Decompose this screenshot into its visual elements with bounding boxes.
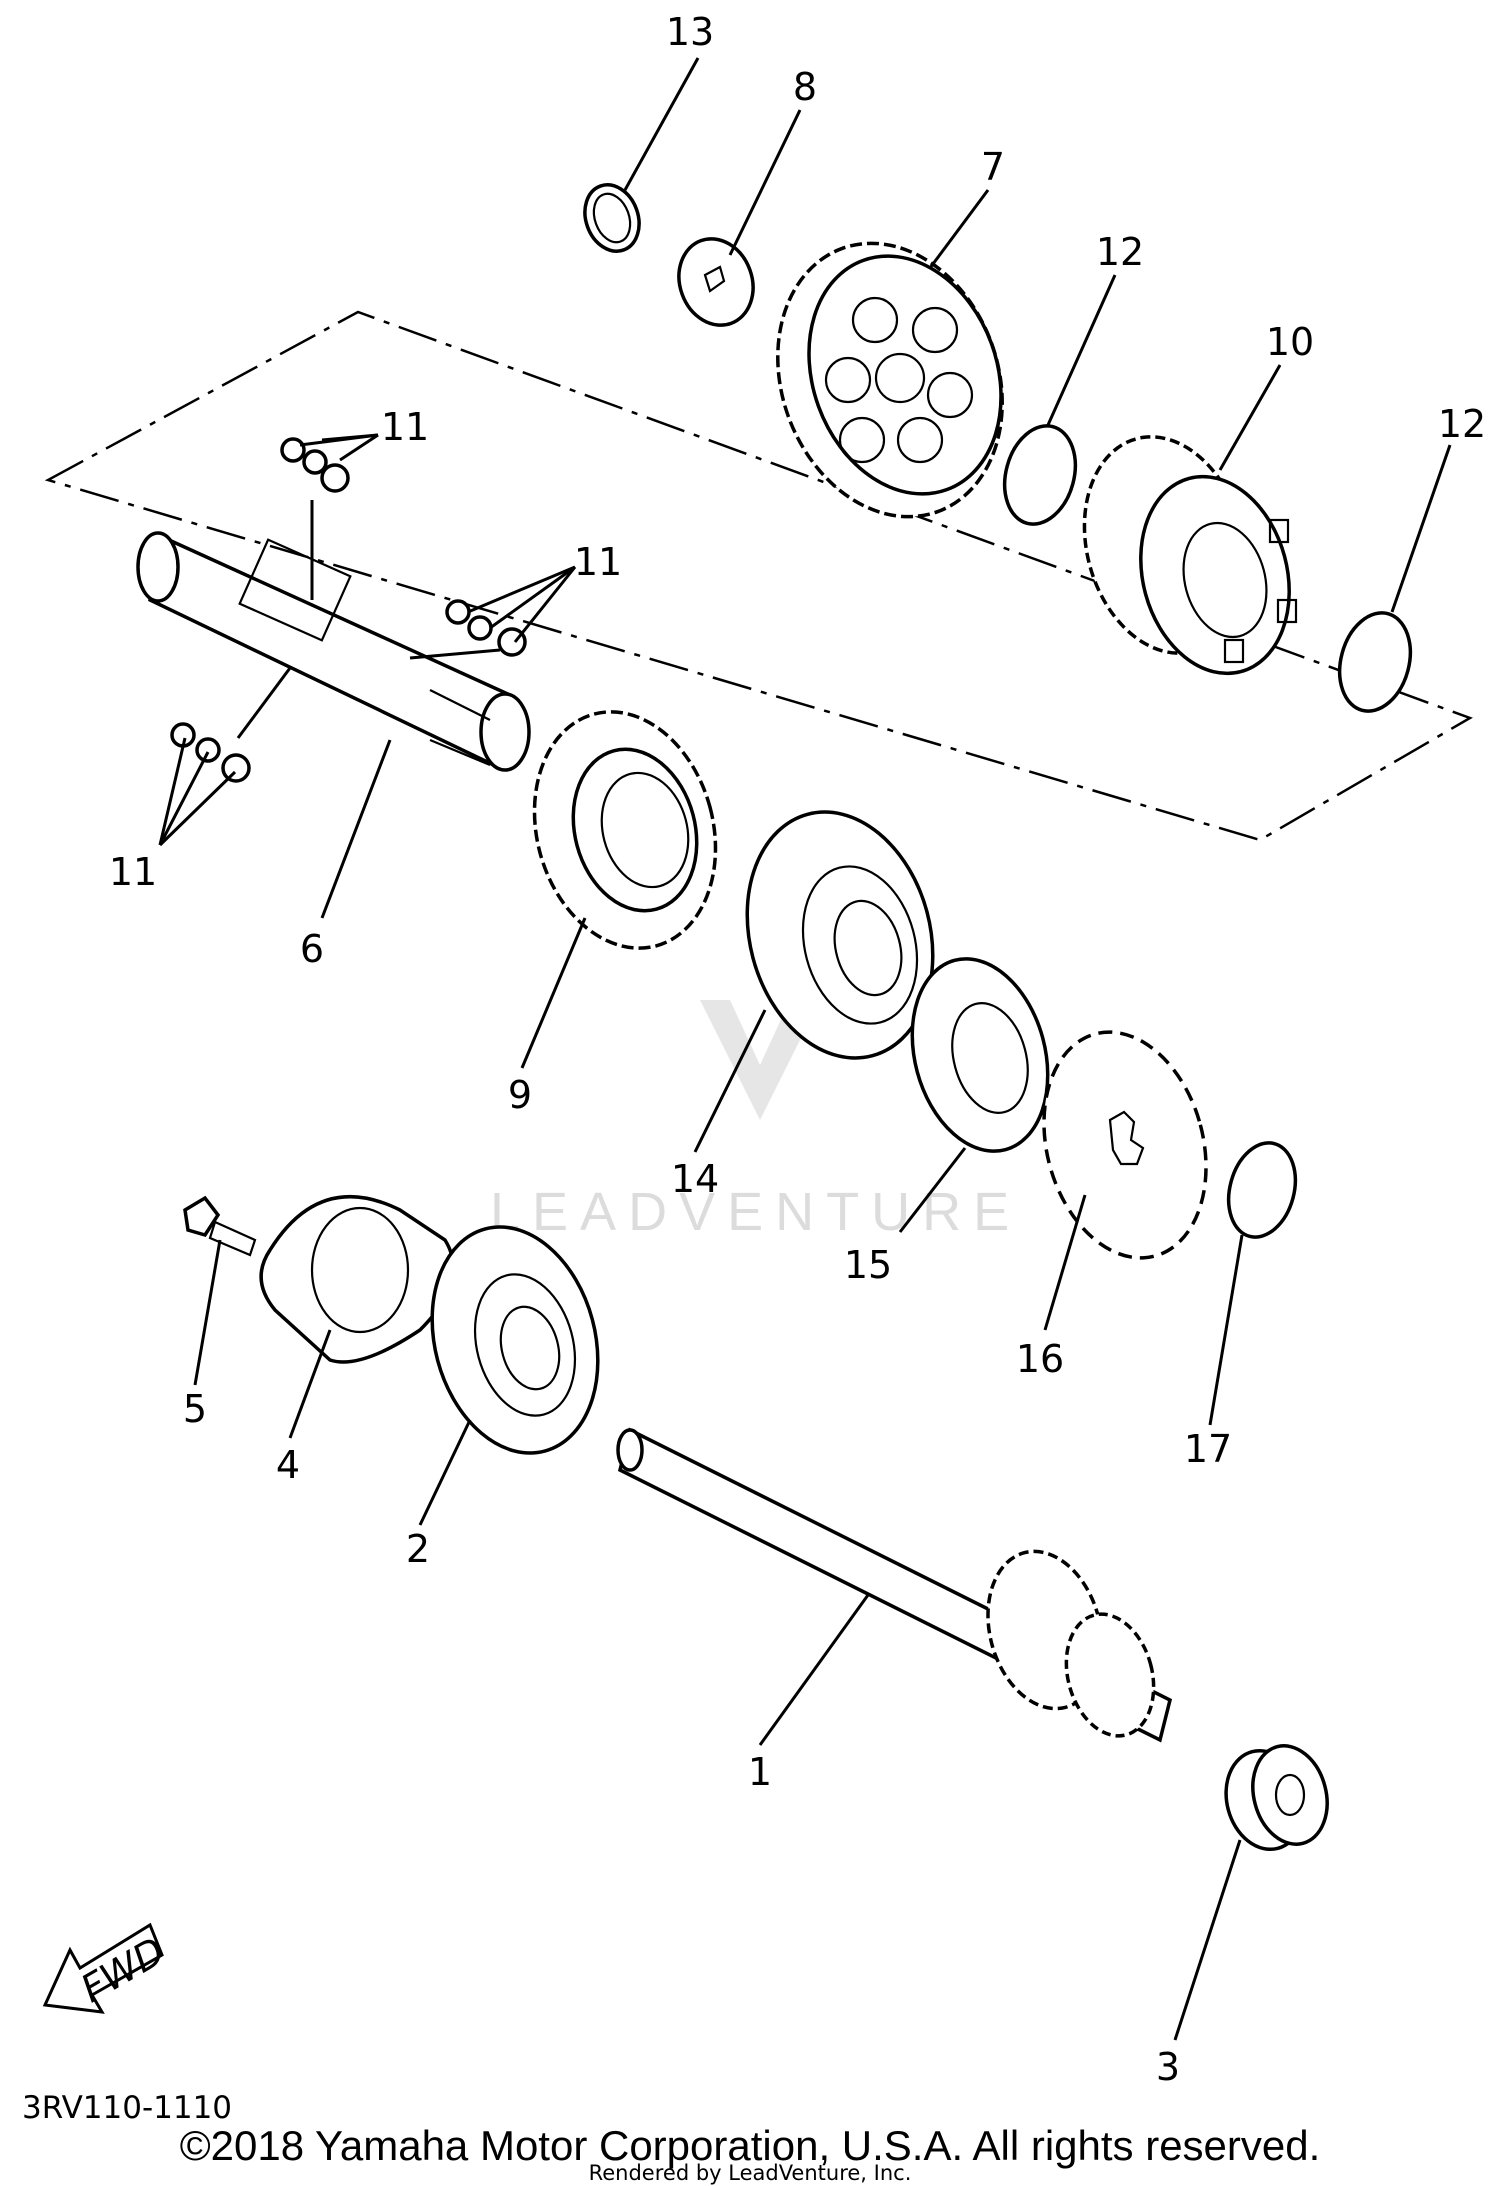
callout-1: 1 bbox=[748, 1750, 772, 1794]
part-11-balls-top bbox=[280, 437, 350, 493]
rendered-by-notice: Rendered by LeadVenture, Inc. bbox=[589, 2161, 912, 2185]
part-8-washer bbox=[677, 237, 755, 327]
callout-3: 3 bbox=[1156, 2045, 1180, 2089]
part-11-balls-left bbox=[170, 722, 251, 783]
callout-5: 5 bbox=[183, 1387, 207, 1431]
part-6-main-axle bbox=[136, 531, 531, 772]
callout-6: 6 bbox=[300, 927, 324, 971]
callout-11-top: 11 bbox=[381, 405, 429, 449]
callout-9: 9 bbox=[508, 1073, 532, 1117]
part-13-circlip bbox=[583, 183, 641, 253]
part-15-oil-seal bbox=[910, 957, 1050, 1153]
part-1-main-axle bbox=[616, 1427, 1173, 1743]
callout-14: 14 bbox=[671, 1157, 719, 1201]
callout-17: 17 bbox=[1184, 1427, 1232, 1471]
callout-12-right: 12 bbox=[1438, 402, 1486, 446]
part-5-bolt bbox=[183, 1195, 257, 1257]
part-14-bearing bbox=[745, 810, 935, 1060]
leadventure-watermark: LEADVENTURE bbox=[490, 1000, 1021, 1242]
part-12-circlip-right bbox=[1337, 611, 1413, 713]
part-4-bearing-plate bbox=[259, 1194, 456, 1364]
part-12-circlip-upper bbox=[1002, 424, 1078, 526]
drawing-code: 3RV110-1110 bbox=[22, 2090, 232, 2126]
callout-numbers: 13 8 7 12 10 12 11 11 11 6 9 14 15 16 17… bbox=[109, 10, 1486, 2089]
part-9-gear bbox=[532, 710, 718, 950]
callout-12-upper: 12 bbox=[1096, 230, 1144, 274]
callout-10: 10 bbox=[1266, 320, 1314, 364]
copyright-notice: ©2018 Yamaha Motor Corporation, U.S.A. A… bbox=[180, 2122, 1321, 2169]
part-7-gear bbox=[776, 241, 1004, 519]
callout-7: 7 bbox=[981, 145, 1005, 189]
part-3-collar bbox=[1224, 1744, 1329, 1852]
part-2-bearing bbox=[430, 1225, 600, 1455]
callout-15: 15 bbox=[844, 1243, 892, 1287]
callout-13: 13 bbox=[666, 10, 714, 54]
callout-2: 2 bbox=[406, 1527, 430, 1571]
part-16-sprocket bbox=[1042, 1030, 1208, 1260]
part-10-gear bbox=[1082, 435, 1298, 676]
callout-16: 16 bbox=[1016, 1337, 1064, 1381]
callout-11-mid: 11 bbox=[574, 540, 622, 584]
watermark-text: LEADVENTURE bbox=[490, 1182, 1021, 1242]
fwd-arrow-icon: FWD bbox=[42, 1922, 172, 2014]
subassembly-boundary bbox=[44, 310, 1473, 842]
part-17-circlip bbox=[1226, 1141, 1298, 1239]
callout-11-left: 11 bbox=[109, 850, 157, 894]
callout-8: 8 bbox=[793, 65, 817, 109]
callout-4: 4 bbox=[276, 1443, 300, 1487]
leader-lines bbox=[158, 57, 1452, 2041]
